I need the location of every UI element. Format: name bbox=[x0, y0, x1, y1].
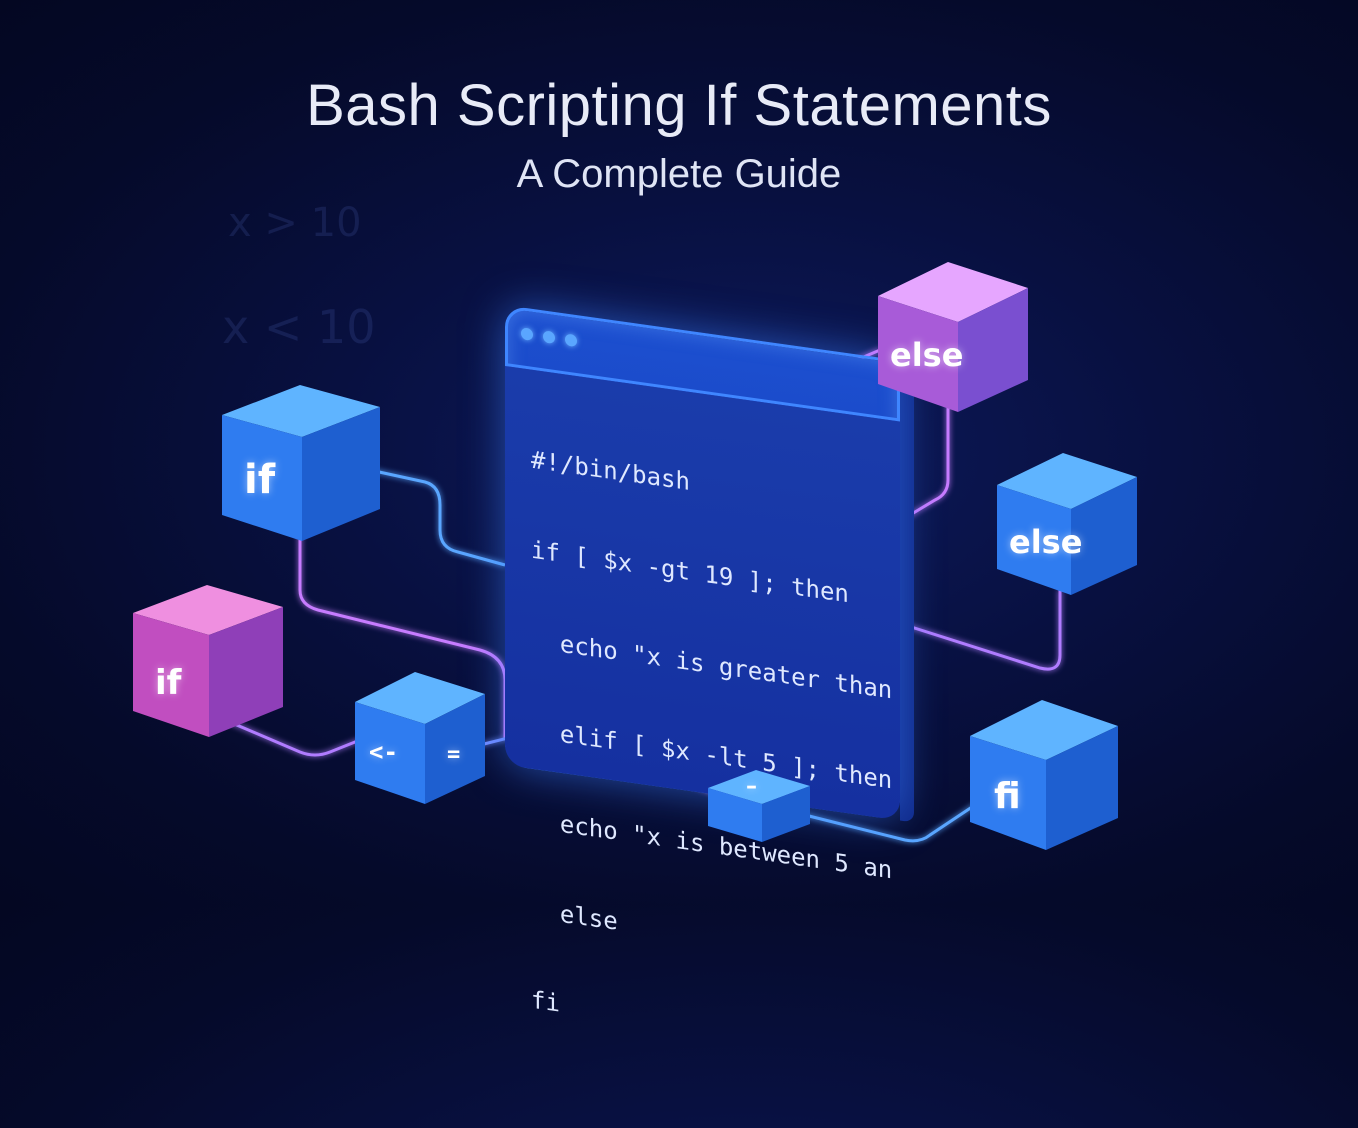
link-dash-to-fi bbox=[804, 803, 976, 843]
cube-dash: – bbox=[708, 770, 810, 842]
link-window-to-else-right bbox=[904, 590, 1062, 671]
cube-else-right: else bbox=[997, 453, 1137, 595]
cube-label: else bbox=[890, 336, 964, 374]
cube-shape bbox=[355, 672, 485, 804]
code-window: #!/bin/bash if [ $x -gt 19 ]; then echo … bbox=[505, 305, 914, 1018]
cube-if-blue: if bbox=[222, 385, 380, 541]
cube-shape bbox=[133, 585, 283, 737]
cube-if-pink: if bbox=[133, 585, 283, 737]
cube-label: = bbox=[447, 742, 461, 767]
link-pinkif-to-arrow bbox=[224, 718, 361, 757]
cube-label: fi bbox=[994, 776, 1021, 817]
link-if-to-arrow bbox=[298, 530, 507, 740]
code-line: else bbox=[531, 895, 618, 936]
background-formula-top: x > 10 bbox=[228, 200, 362, 246]
background-formula-bottom: x < 10 bbox=[222, 300, 376, 354]
code-line: echo "x is greater than bbox=[531, 625, 893, 705]
cube-label: <- bbox=[369, 738, 398, 766]
cube-shape bbox=[878, 262, 1028, 412]
code-line: #!/bin/bash bbox=[531, 445, 690, 496]
window-dot-icon bbox=[543, 330, 555, 345]
page-subtitle: A Complete Guide bbox=[516, 152, 842, 196]
code-line: fi bbox=[531, 985, 560, 1018]
cube-shape bbox=[708, 770, 810, 842]
window-dot-icon bbox=[565, 333, 577, 348]
link-if-to-window bbox=[369, 468, 506, 567]
cube-label: if bbox=[155, 663, 182, 703]
cube-label: if bbox=[244, 457, 276, 503]
cube-fi: fi bbox=[970, 700, 1118, 850]
cube-shape bbox=[997, 453, 1137, 595]
cube-shape bbox=[222, 385, 380, 541]
page-title: Bash Scripting If Statements bbox=[306, 73, 1052, 138]
code-window-edge bbox=[900, 374, 914, 823]
code-line: if [ $x -gt 19 ]; then bbox=[531, 535, 849, 609]
link-window-to-else-top-2 bbox=[904, 400, 950, 520]
window-dot-icon bbox=[521, 327, 533, 341]
cube-label: – bbox=[746, 774, 757, 799]
cube-shape bbox=[970, 700, 1118, 850]
cube-else-top: else bbox=[878, 262, 1028, 412]
cube-label: else bbox=[1009, 523, 1083, 561]
cube-arrow: <- = bbox=[355, 672, 485, 804]
code-lines: #!/bin/bash if [ $x -gt 19 ]; then echo … bbox=[531, 385, 892, 1126]
